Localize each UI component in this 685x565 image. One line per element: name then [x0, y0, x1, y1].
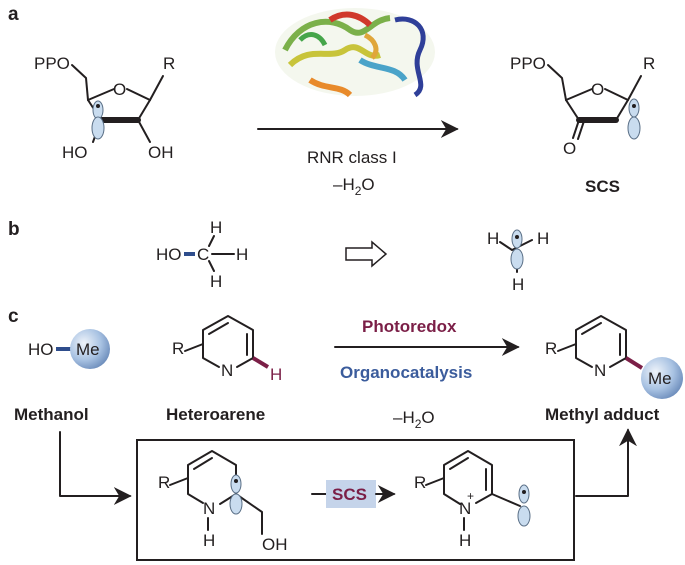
h-label: H	[236, 245, 248, 264]
n-label: N	[459, 499, 471, 518]
ppo-label: PPO	[510, 54, 546, 73]
ho-label: HO	[28, 340, 54, 359]
plus-charge: +	[467, 489, 474, 503]
organocatalysis-label: Organocatalysis	[340, 363, 472, 382]
h-label: H	[537, 229, 549, 248]
panel-label-a: a	[8, 4, 19, 25]
scs-label: SCS	[332, 485, 367, 504]
ppo-label: PPO	[34, 54, 70, 73]
rnr-label: RNR class I	[307, 148, 397, 167]
ho-label: HO	[156, 245, 182, 264]
n-label: N	[203, 499, 215, 518]
methanol-structure: HO C H H H	[156, 218, 248, 291]
n-label: N	[221, 361, 233, 380]
h-label: H	[210, 218, 222, 237]
carbon-label: C	[197, 245, 209, 264]
methanol-name: Methanol	[14, 405, 89, 424]
me-label: Me	[76, 340, 100, 359]
h-label: H	[487, 229, 499, 248]
r-label: R	[643, 54, 655, 73]
methyl-radical: H H H	[487, 229, 549, 294]
protein-ribbon-icon	[275, 8, 435, 98]
heteroarene-name: Heteroarene	[166, 405, 265, 424]
me-label: Me	[648, 369, 672, 388]
orbital-icon	[91, 116, 105, 140]
r-label: R	[545, 339, 557, 358]
orbital-icon	[92, 100, 104, 120]
orbital-icon	[627, 116, 641, 140]
h-label: H	[512, 275, 524, 294]
methyl-sphere-icon	[641, 357, 683, 399]
panel-label-c: c	[8, 306, 19, 327]
ho-label: HO	[62, 143, 88, 162]
methyl-adduct-structure: R N Me Methyl adduct	[545, 315, 683, 424]
heteroarene-structure: R N H Heteroarene	[166, 315, 282, 424]
h-label: H	[270, 365, 282, 384]
h-label: H	[203, 531, 215, 550]
h-label: H	[459, 531, 471, 550]
r-label: R	[163, 54, 175, 73]
r-label: R	[158, 473, 170, 492]
panel-label-b: b	[8, 219, 20, 240]
h-label: H	[210, 272, 222, 291]
ring-oxygen: O	[113, 80, 126, 99]
oh-label: OH	[148, 143, 174, 162]
scs-product: PPO R O O SCS	[510, 54, 655, 196]
mechanism-box	[136, 439, 575, 561]
photoredox-label: Photoredox	[362, 317, 457, 336]
methyl-adduct-name: Methyl adduct	[545, 405, 660, 424]
intermediate-2: R N + H	[414, 450, 531, 550]
scs-box	[326, 480, 376, 508]
scs-label: SCS	[585, 177, 620, 196]
intermediate-1: R N H OH	[158, 450, 288, 554]
n-label: N	[594, 361, 606, 380]
ring-oxygen: O	[591, 80, 604, 99]
r-label: R	[172, 339, 184, 358]
ribose-reactant: PPO R HO OH O	[34, 54, 175, 162]
water-loss: –H2O	[333, 175, 375, 198]
methyl-sphere-icon	[70, 329, 110, 369]
carbonyl-oxygen: O	[563, 139, 576, 158]
r-label: R	[414, 473, 426, 492]
methanol-sphere: HO Me Methanol	[14, 329, 110, 424]
oh-label: OH	[262, 535, 288, 554]
implies-arrow-icon	[345, 240, 388, 268]
water-loss: –H2O	[393, 408, 435, 431]
